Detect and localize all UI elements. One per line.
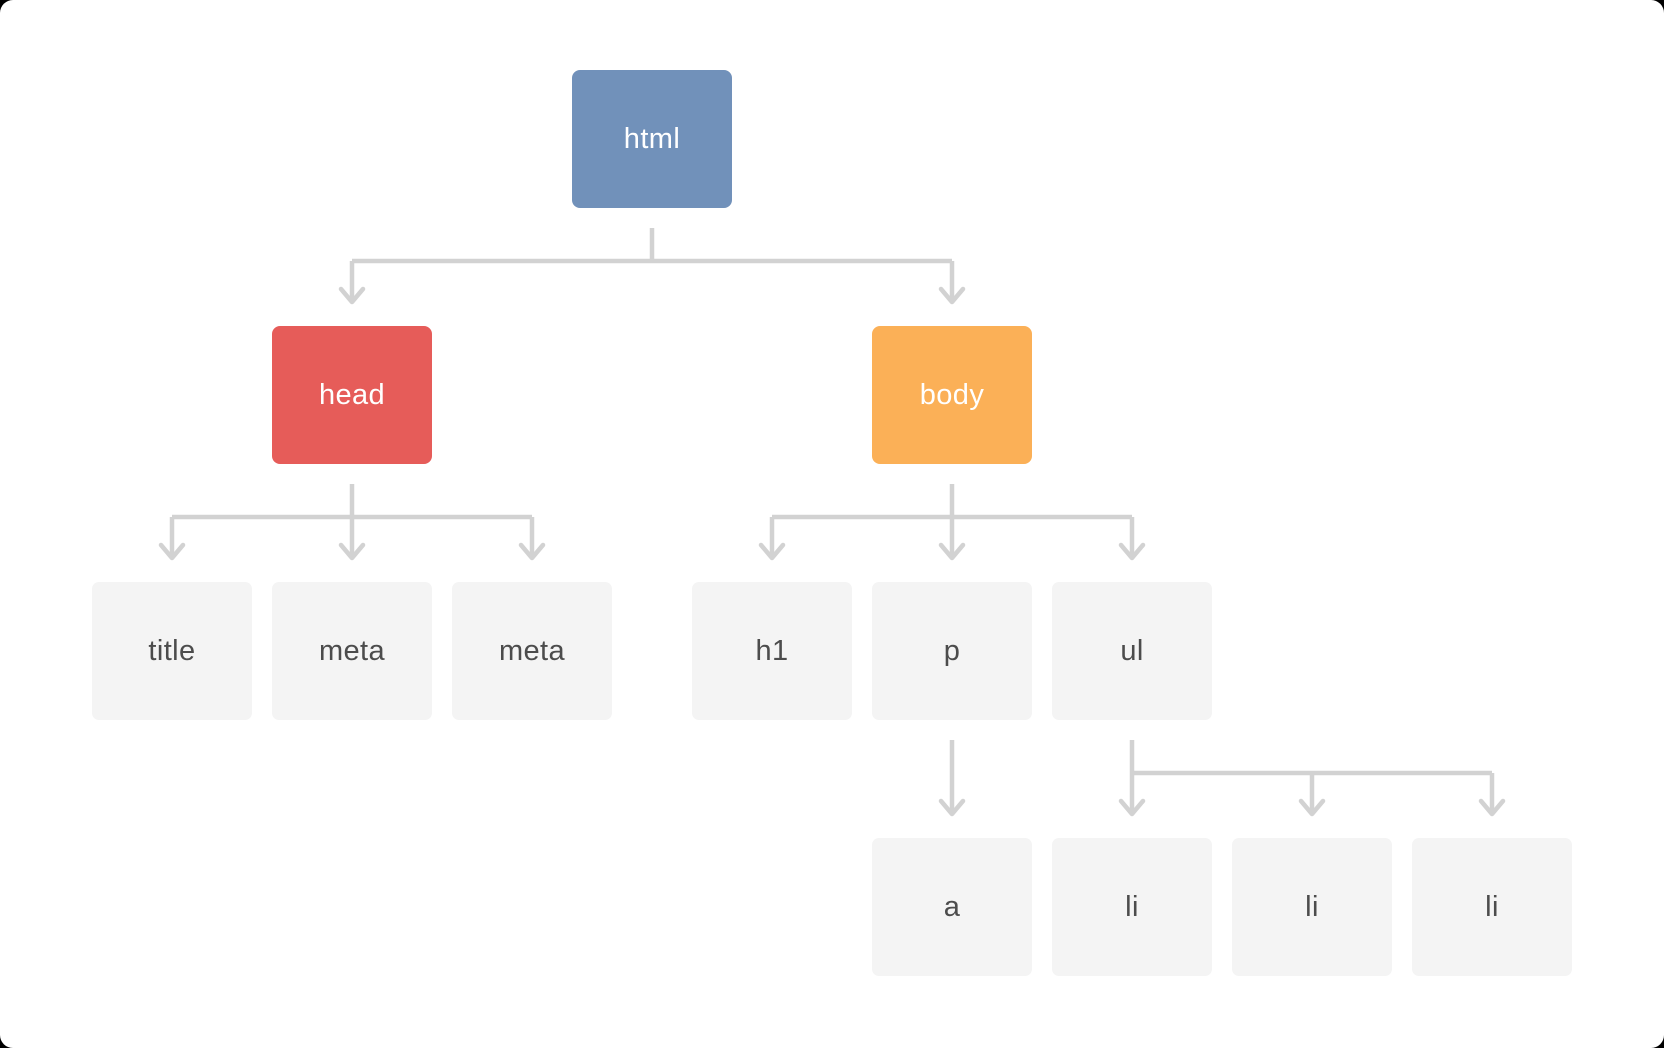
node-label: body (919, 378, 985, 411)
node-p: p (872, 582, 1032, 720)
node-title: title (92, 582, 252, 720)
node-li3: li (1412, 838, 1572, 976)
node-body: body (872, 326, 1032, 464)
node-label: h1 (755, 634, 789, 667)
node-label: p (943, 634, 961, 667)
node-label: a (943, 890, 961, 923)
arrowhead-icon (518, 542, 546, 561)
node-label: head (318, 378, 386, 411)
node-label: title (148, 634, 196, 667)
node-li2: li (1232, 838, 1392, 976)
arrowhead-icon (938, 542, 966, 561)
node-label: html (623, 122, 681, 155)
node-label: meta (498, 634, 566, 667)
arrowhead-icon (1118, 798, 1146, 817)
arrowhead-icon (338, 542, 366, 561)
node-a: a (872, 838, 1032, 976)
arrowhead-icon (938, 798, 966, 817)
node-meta2: meta (452, 582, 612, 720)
node-label: li (1305, 890, 1319, 923)
node-label: ul (1120, 634, 1144, 667)
node-head: head (272, 326, 432, 464)
node-label: li (1125, 890, 1139, 923)
node-ul: ul (1052, 582, 1212, 720)
node-meta1: meta (272, 582, 432, 720)
arrowhead-icon (938, 286, 966, 305)
arrowhead-icon (1298, 798, 1326, 817)
node-label: meta (318, 634, 386, 667)
node-h1: h1 (692, 582, 852, 720)
node-li1: li (1052, 838, 1212, 976)
arrowhead-icon (758, 542, 786, 561)
arrowhead-icon (338, 286, 366, 305)
arrowhead-icon (1118, 542, 1146, 561)
arrowhead-icon (158, 542, 186, 561)
node-html: html (572, 70, 732, 208)
node-label: li (1485, 890, 1499, 923)
arrowhead-icon (1478, 798, 1506, 817)
